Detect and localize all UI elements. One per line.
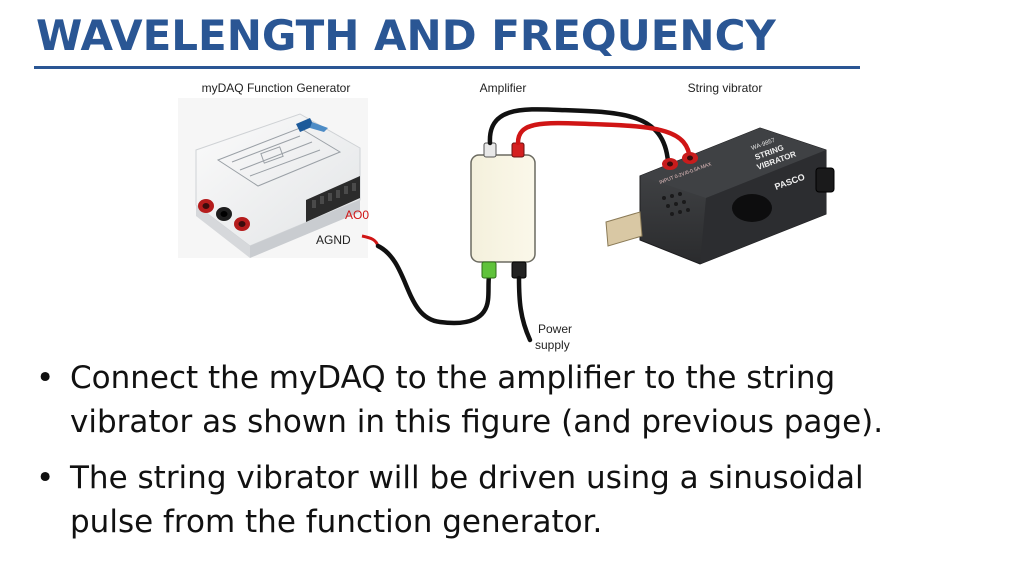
- title-underline: [34, 66, 860, 69]
- wiring-diagram: myDAQ Function Generator Amplifier Strin…: [0, 70, 1024, 360]
- wire-power-supply: [519, 278, 530, 340]
- bullet-marker: •: [36, 356, 54, 400]
- bullet-text-line: vibrator as shown in this figure (and pr…: [70, 400, 994, 444]
- label-string-vibrator: String vibrator: [688, 81, 763, 95]
- label-power-supply-line2: supply: [535, 338, 570, 352]
- label-function-generator: myDAQ Function Generator: [202, 81, 351, 95]
- bullet-marker: •: [36, 456, 54, 500]
- bullet-text-line: The string vibrator will be driven using…: [70, 456, 994, 500]
- bullet-text-line: pulse from the function generator.: [70, 500, 994, 544]
- bullet-list: • Connect the myDAQ to the amplifier to …: [34, 356, 994, 556]
- label-agnd: AGND: [316, 233, 351, 247]
- slide-title: WAVELENGTH AND FREQUENCY: [36, 6, 876, 66]
- amplifier-device: [471, 143, 535, 278]
- bullet-text-line: Connect the myDAQ to the amplifier to th…: [70, 356, 994, 400]
- label-ao0: AO0: [345, 208, 369, 222]
- bullet-item: • The string vibrator will be driven usi…: [34, 456, 994, 544]
- label-power-supply-line1: Power: [538, 322, 572, 336]
- label-amplifier: Amplifier: [480, 81, 527, 95]
- string-vibrator-device: INPUT 0-2V/0-0.5A MAX WA-9857 STRING VIB…: [606, 128, 834, 264]
- bullet-item: • Connect the myDAQ to the amplifier to …: [34, 356, 994, 444]
